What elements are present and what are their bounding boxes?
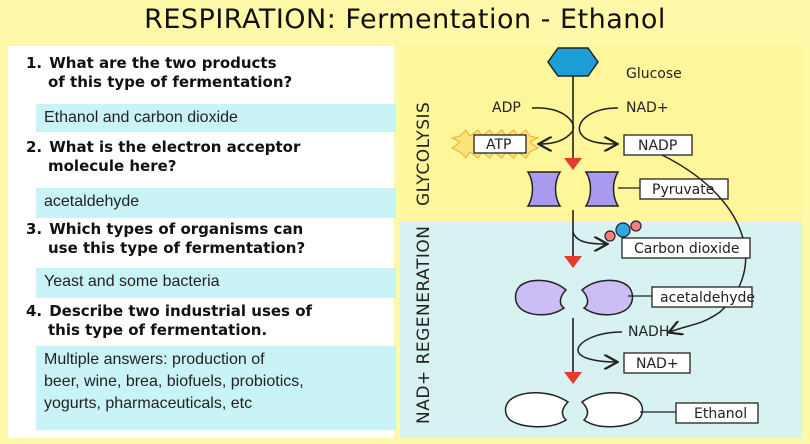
flow-arrow-3-icon <box>564 372 582 384</box>
answer-1: Ethanol and carbon dioxide <box>36 104 396 132</box>
nad-plus-bottom-box <box>623 352 691 374</box>
flow-arrow-2-icon <box>564 256 582 268</box>
answer-2: acetaldehyde <box>36 188 396 218</box>
question-2: 2. What is the electron acceptor molecul… <box>26 138 386 176</box>
nadh-label: NADH <box>628 324 669 340</box>
atp-label: ATP <box>486 137 511 153</box>
carbon-dioxide-box <box>621 237 751 259</box>
nadp-to-nadh-arrow <box>661 154 747 332</box>
question-number: 1. <box>26 54 43 72</box>
question-number: 2. <box>26 138 43 156</box>
pyruvate-label: Pyruvate <box>652 182 714 198</box>
answer-text-line1: Multiple answers: production of <box>44 351 265 368</box>
question-panel: 1. What are the two products of this typ… <box>8 46 396 438</box>
question-text-line2: use this type of fermentation? <box>48 239 306 257</box>
question-text-line1: Which types of organisms can <box>49 220 304 238</box>
adp-label: ADP <box>492 100 521 116</box>
acetaldehyde-left-icon <box>514 279 568 316</box>
pyruvate-right-icon <box>584 171 620 207</box>
answer-text: Ethanol and carbon dioxide <box>44 109 238 126</box>
answer-text: acetaldehyde <box>44 193 140 210</box>
answer-text-line2: beer, wine, brea, biofuels, probiotics, <box>44 373 304 390</box>
question-text-line2: molecule here? <box>48 157 177 175</box>
ethanol-left-icon <box>504 392 570 428</box>
question-text-line2: of this type of fermentation? <box>48 73 293 91</box>
question-text-line1: Describe two industrial uses of <box>49 302 313 320</box>
nad-to-nadp-arrow <box>578 107 618 144</box>
answer-text: Yeast and some bacteria <box>44 273 220 290</box>
question-text-line1: What is the electron acceptor <box>49 138 301 156</box>
question-1: 1. What are the two products of this typ… <box>26 54 386 92</box>
question-number: 3. <box>26 220 43 238</box>
answer-3: Yeast and some bacteria <box>36 268 396 298</box>
oxygen-atom-left-icon <box>604 230 616 242</box>
answer-text-line3: yogurts, pharmaceuticals, etc <box>44 395 253 412</box>
question-text-line2: this type of fermentation. <box>48 321 268 339</box>
carbon-dioxide-label: Carbon dioxide <box>634 241 739 257</box>
nad-plus-bottom-label: NAD+ <box>636 356 679 372</box>
pyruvate-left-icon <box>526 171 562 207</box>
adp-to-atp-arrow <box>531 107 575 144</box>
ethanol-label: Ethanol <box>694 406 747 422</box>
atp-box <box>473 134 527 154</box>
co2-branch-arrow <box>572 231 606 244</box>
nadh-to-nad-arrow <box>577 331 623 362</box>
glucose-hexagon-icon <box>547 47 599 77</box>
answer-4: Multiple answers: production of beer, wi… <box>36 346 396 430</box>
question-number: 4. <box>26 302 43 320</box>
question-4: 4. Describe two industrial uses of this … <box>26 302 386 340</box>
oxygen-atom-right-icon <box>630 220 642 232</box>
ethanol-box <box>675 402 759 424</box>
acetaldehyde-label: acetaldehyde <box>660 290 755 306</box>
question-text-line1: What are the two products <box>49 54 277 72</box>
nadp-box <box>623 134 693 156</box>
ethanol-right-icon <box>580 392 644 428</box>
fermentation-diagram: GLYCOLYSIS NAD+ REGENERATION Glucose ADP… <box>400 46 802 438</box>
pathway-svg: Glucose ADP ATP NAD+ NADP Pyruvate <box>450 47 759 428</box>
nad-plus-top-label: NAD+ <box>626 100 669 116</box>
flow-arrow-1-icon <box>564 158 582 170</box>
carbon-atom-icon <box>615 222 631 238</box>
nadp-label: NADP <box>638 138 677 154</box>
question-3: 3. Which types of organisms can use this… <box>26 220 386 258</box>
page-title: RESPIRATION: Fermentation - Ethanol <box>144 4 666 35</box>
acetaldehyde-box <box>651 286 753 308</box>
acetaldehyde-right-icon <box>580 279 634 316</box>
glucose-label: Glucose <box>626 66 682 82</box>
